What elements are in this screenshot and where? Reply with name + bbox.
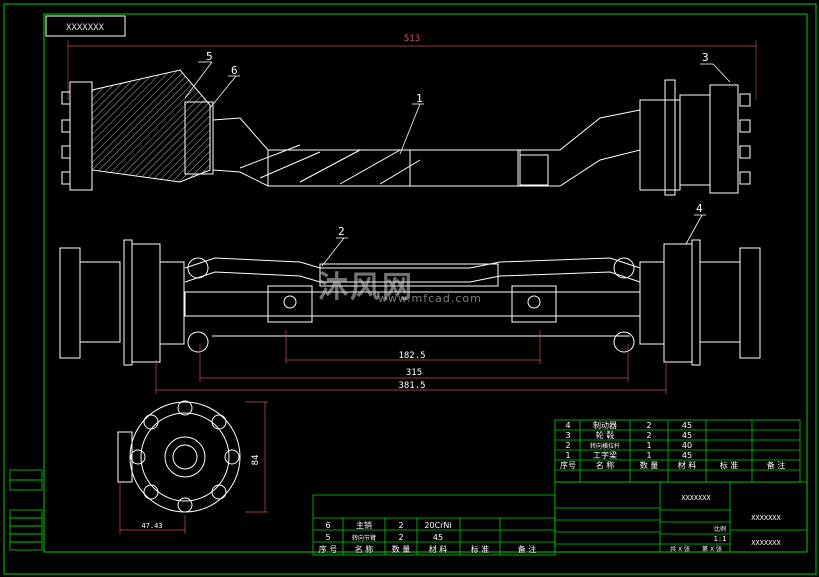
sheet-number: 第 X 张 xyxy=(702,545,722,553)
svg-text:材 料: 材 料 xyxy=(678,460,697,470)
balloon-5: 5 xyxy=(206,50,213,63)
svg-text:备 注: 备 注 xyxy=(767,460,786,470)
balloon-4: 4 xyxy=(696,202,703,215)
dims-front-view xyxy=(155,330,667,394)
axle-front-view xyxy=(59,239,761,366)
svg-text:制动器: 制动器 xyxy=(593,420,617,430)
svg-text:名 称: 名 称 xyxy=(355,544,374,554)
company-name: XXXXXXX xyxy=(751,539,781,547)
title-block xyxy=(554,481,808,553)
scale-value: 1:1 xyxy=(714,535,727,543)
title-box: XXXXXXX xyxy=(45,15,126,37)
bom-right-rows: 4 制动器 2 45 3 轮 毂 2 45 2 转向横拉杆 1 40 1 工字梁… xyxy=(560,420,785,470)
svg-text:20CrNi: 20CrNi xyxy=(424,521,451,530)
svg-text:2: 2 xyxy=(565,441,570,450)
svg-text:3: 3 xyxy=(565,431,570,440)
svg-text:2: 2 xyxy=(646,431,651,440)
svg-text:材 料: 材 料 xyxy=(429,544,448,554)
svg-text:工字梁: 工字梁 xyxy=(593,450,617,460)
svg-text:1: 1 xyxy=(565,451,570,460)
balloon-3: 3 xyxy=(702,51,709,64)
watermark-url: www.mfcad.com xyxy=(378,292,482,305)
dim-315: 315 xyxy=(406,368,422,378)
svg-text:6: 6 xyxy=(325,521,330,530)
watermark-text: 沐风网 xyxy=(318,270,414,305)
svg-text:标 准: 标 准 xyxy=(720,460,739,470)
part-code: XXXXXXX xyxy=(751,514,781,522)
balloon-6: 6 xyxy=(231,64,238,77)
svg-text:1: 1 xyxy=(646,441,651,450)
bom-table-right xyxy=(554,419,801,483)
svg-text:1: 1 xyxy=(646,451,651,460)
svg-text:序 号: 序 号 xyxy=(319,544,338,554)
dim-182: 182.5 xyxy=(398,351,425,361)
inner-frame xyxy=(43,13,808,553)
balloon-leaders xyxy=(184,61,731,267)
svg-text:45: 45 xyxy=(682,421,692,430)
dim-84: 84 xyxy=(251,455,261,466)
svg-text:45: 45 xyxy=(682,431,692,440)
svg-text:序号: 序号 xyxy=(560,460,576,470)
svg-text:45: 45 xyxy=(433,533,443,542)
scale-label: 比例 xyxy=(714,525,726,533)
svg-text:2: 2 xyxy=(398,521,403,530)
svg-text:40: 40 xyxy=(682,441,692,450)
svg-text:数 量: 数 量 xyxy=(392,544,411,554)
outer-frame xyxy=(3,3,817,575)
margin-boxes xyxy=(9,469,43,551)
title-box-text: XXXXXXX xyxy=(66,23,105,33)
bom-left-rows: 6 主销 2 20CrNi 5 转向节臂 2 45 序 号 名 称 数 量 材 … xyxy=(319,520,537,554)
svg-text:5: 5 xyxy=(325,533,330,542)
svg-text:数 量: 数 量 xyxy=(640,460,659,470)
sheets-total: 共 X 张 xyxy=(670,545,690,553)
balloon-1: 1 xyxy=(416,92,423,105)
dim-overall-width: 513 xyxy=(67,34,757,100)
balloon-2: 2 xyxy=(338,225,345,238)
svg-text:轮 毂: 轮 毂 xyxy=(596,430,615,440)
svg-text:转向横拉杆: 转向横拉杆 xyxy=(590,442,620,450)
svg-text:4: 4 xyxy=(565,421,570,430)
svg-text:转向节臂: 转向节臂 xyxy=(352,534,376,542)
dim-381: 381.5 xyxy=(398,381,425,391)
svg-text:主销: 主销 xyxy=(356,520,372,530)
hub-end-view xyxy=(117,400,241,513)
dims-hub xyxy=(119,401,268,534)
svg-text:2: 2 xyxy=(398,533,403,542)
svg-text:备 注: 备 注 xyxy=(518,544,537,554)
svg-text:2: 2 xyxy=(646,421,651,430)
svg-text:名 称: 名 称 xyxy=(596,460,615,470)
dim-47: 47.43 xyxy=(141,522,162,530)
axle-top-view xyxy=(61,69,751,196)
dim-overall-label: 513 xyxy=(404,34,420,44)
svg-text:标 准: 标 准 xyxy=(471,544,490,554)
svg-text:45: 45 xyxy=(682,451,692,460)
drawing-name: XXXXXXX xyxy=(681,494,711,502)
